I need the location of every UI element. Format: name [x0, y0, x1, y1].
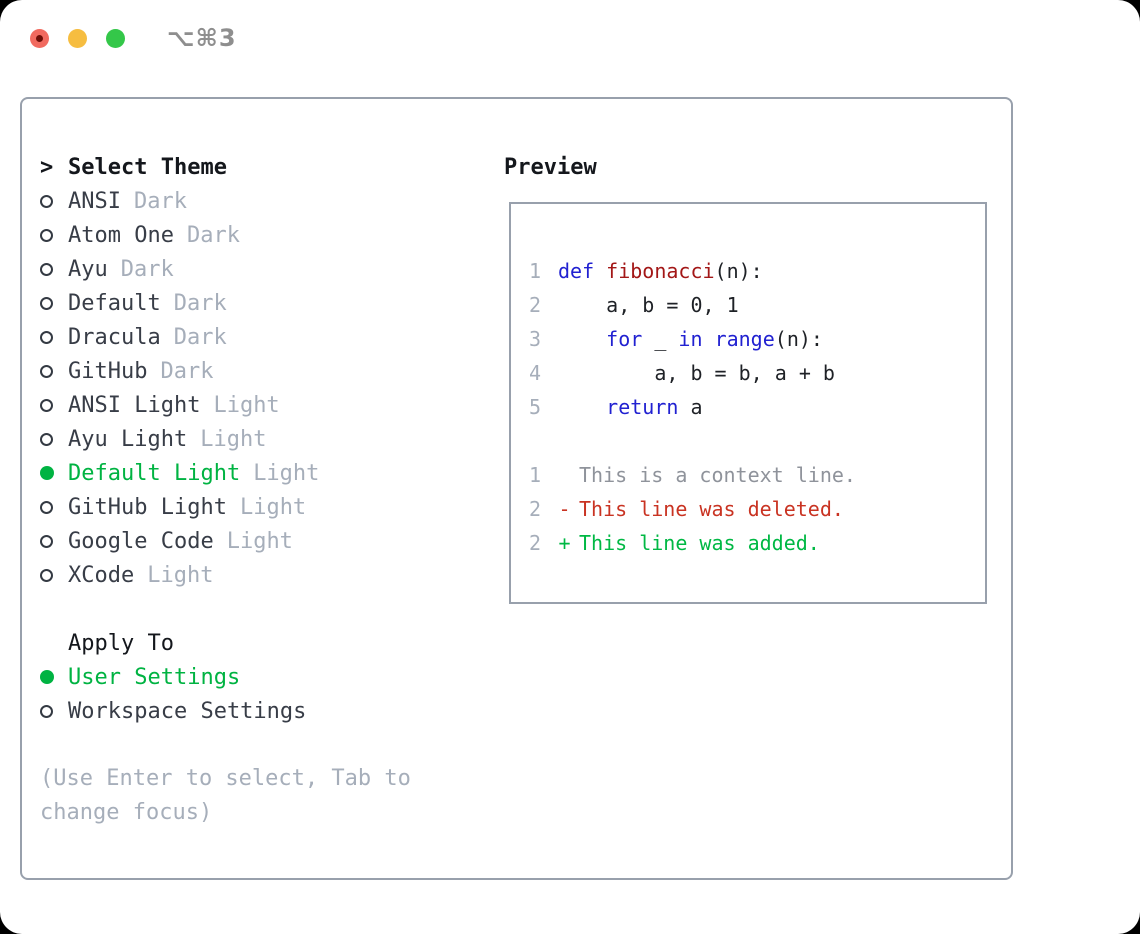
- theme-name: Dracula: [68, 324, 161, 350]
- apply-to-header: Apply To: [40, 626, 480, 660]
- theme-name: ANSI: [68, 188, 121, 214]
- theme-variant-label: Light: [226, 528, 293, 554]
- theme-variant-label: Light: [253, 460, 320, 486]
- select-theme-header: > Select Theme: [40, 150, 480, 184]
- theme-option-atom-one[interactable]: Atom One Dark: [40, 218, 480, 252]
- theme-variant-label: Light: [200, 426, 267, 452]
- radio-icon: [40, 296, 68, 310]
- theme-option-ayu[interactable]: Ayu Dark: [40, 252, 480, 286]
- theme-name: Ayu Light: [68, 426, 188, 452]
- selected-radio-icon: [40, 466, 68, 480]
- diff-line-added: 2 + This line was added.: [529, 526, 985, 560]
- code-line: 5 return a: [529, 395, 703, 419]
- selected-radio-icon: [40, 670, 68, 684]
- radio-icon: [40, 568, 68, 582]
- theme-name: Default Light: [68, 460, 241, 486]
- maximize-button-icon[interactable]: [106, 28, 125, 48]
- apply-option-label: Workspace Settings: [68, 698, 307, 724]
- theme-option-default-light[interactable]: Default Light Light: [40, 456, 480, 490]
- theme-name: Default: [68, 290, 161, 316]
- diff-text: This is a context line.: [579, 463, 856, 487]
- theme-option-dracula[interactable]: Dracula Dark: [40, 320, 480, 354]
- keyboard-hint-text: (Use Enter to select, Tab to change focu…: [40, 766, 411, 825]
- radio-icon: [40, 500, 68, 514]
- diff-line-context: 1 This is a context line.: [529, 458, 985, 492]
- code-line: 2 a, b = 0, 1: [529, 293, 739, 317]
- theme-variant-label: Light: [213, 392, 280, 418]
- line-number: 1: [529, 259, 542, 283]
- minimize-button-icon[interactable]: [68, 28, 87, 48]
- theme-variant-label: Dark: [173, 290, 227, 316]
- select-theme-label: Select Theme: [68, 154, 227, 180]
- preview-title: Preview: [504, 154, 597, 180]
- apply-option-user-settings[interactable]: User Settings: [40, 660, 480, 694]
- radio-icon: [40, 262, 68, 276]
- diff-marker: +: [558, 531, 571, 555]
- line-number: 4: [529, 361, 542, 385]
- theme-name: GitHub Light: [68, 494, 227, 520]
- theme-option-ayu-light[interactable]: Ayu Light Light: [40, 422, 480, 456]
- line-number: 3: [529, 327, 542, 351]
- theme-option-github-light[interactable]: GitHub Light Light: [40, 490, 480, 524]
- theme-option-default[interactable]: Default Dark: [40, 286, 480, 320]
- theme-variant-label: Dark: [186, 222, 240, 248]
- code-line: 4 a, b = b, a + b: [529, 361, 835, 385]
- titlebar: ⌥⌘3: [0, 0, 1140, 76]
- code-line: 3 for _ in range(n):: [529, 327, 823, 351]
- theme-variant-label: Dark: [120, 256, 174, 282]
- diff-preview: 1 This is a context line. 2-This line was …: [529, 458, 985, 560]
- line-number: 2: [529, 293, 542, 317]
- theme-option-ansi[interactable]: ANSI Dark: [40, 184, 480, 218]
- theme-name: GitHub: [68, 358, 148, 384]
- theme-name: XCode: [68, 562, 135, 588]
- radio-icon: [40, 398, 68, 412]
- close-button-icon[interactable]: [30, 28, 49, 48]
- theme-name: Ayu: [68, 256, 108, 282]
- radio-icon: [40, 228, 68, 242]
- diff-marker: -: [558, 497, 571, 521]
- apply-option-label: User Settings: [68, 664, 241, 690]
- theme-name: Atom One: [68, 222, 174, 248]
- theme-option-xcode[interactable]: XCode Light: [40, 558, 480, 592]
- radio-icon: [40, 704, 68, 718]
- theme-name: ANSI Light: [68, 392, 201, 418]
- radio-icon: [40, 194, 68, 208]
- line-number: 2: [529, 497, 542, 521]
- theme-variant-label: Dark: [173, 324, 227, 350]
- theme-option-github[interactable]: GitHub Dark: [40, 354, 480, 388]
- diff-text: This line was added.: [579, 531, 820, 555]
- theme-option-google-code[interactable]: Google Code Light: [40, 524, 480, 558]
- theme-variant-label: Dark: [160, 358, 214, 384]
- line-number: 2: [529, 531, 542, 555]
- line-number: 1: [529, 463, 542, 487]
- traffic-lights: [0, 28, 125, 48]
- theme-variant-label: Light: [147, 562, 214, 588]
- theme-option-ansi-light[interactable]: ANSI Light Light: [40, 388, 480, 422]
- diff-text: This line was deleted.: [579, 497, 844, 521]
- focus-chevron-icon: >: [40, 154, 54, 180]
- apply-to-label: Apply To: [68, 630, 174, 656]
- window-title-shortcut: ⌥⌘3: [167, 24, 237, 52]
- radio-icon: [40, 534, 68, 548]
- radio-icon: [40, 364, 68, 378]
- theme-variant-label: Light: [239, 494, 307, 520]
- line-number: 5: [529, 395, 542, 419]
- theme-variant-label: Dark: [133, 188, 187, 214]
- theme-name: Google Code: [68, 528, 214, 554]
- diff-line-deleted: 2-This line was deleted.: [529, 492, 985, 526]
- radio-icon: [40, 432, 68, 446]
- radio-icon: [40, 330, 68, 344]
- apply-option-workspace-settings[interactable]: Workspace Settings: [40, 694, 480, 728]
